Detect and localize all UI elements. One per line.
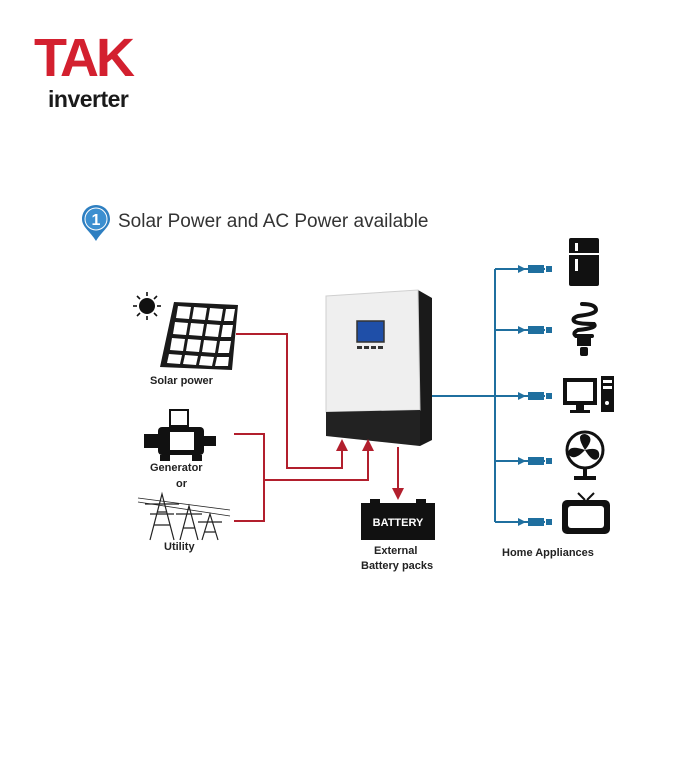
inverter-icon <box>325 289 432 446</box>
bulb-icon <box>571 302 599 356</box>
external-label: External <box>374 545 418 557</box>
computer-icon <box>563 376 614 413</box>
sun-icon <box>133 292 161 320</box>
generator-icon <box>144 409 216 461</box>
diagram-title: Solar Power and AC Power available <box>118 211 429 232</box>
logo: TAK inverter <box>34 28 154 114</box>
step-number: 1 <box>92 212 101 229</box>
fan-icon <box>565 430 605 480</box>
utility-tower-icon <box>137 490 231 541</box>
fridge-icon <box>569 238 599 286</box>
battery-packs-label: Battery packs <box>361 560 434 572</box>
or-label: or <box>176 478 187 490</box>
solar-power-label: Solar power <box>150 375 213 387</box>
solar-panel-icon <box>160 302 238 370</box>
generator-label: Generator <box>150 462 203 474</box>
home-appliances-label: Home Appliances <box>502 547 594 559</box>
logo-subtitle: inverter <box>48 86 129 112</box>
tv-icon <box>562 492 610 534</box>
utility-label: Utility <box>164 541 195 553</box>
logo-brand: TAK <box>34 28 135 88</box>
battery-icon: BATTERY <box>361 499 435 540</box>
battery-label: BATTERY <box>373 517 424 529</box>
step-badge-icon: 1 <box>82 205 110 241</box>
